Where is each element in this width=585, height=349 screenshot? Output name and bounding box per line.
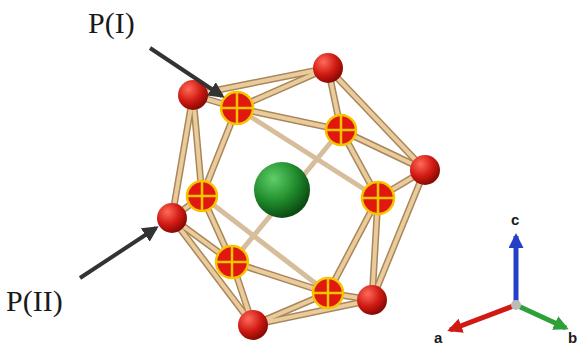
axes	[450, 236, 566, 330]
leader-arrow	[150, 48, 222, 96]
bonds	[172, 68, 425, 325]
axis-label: b	[568, 330, 577, 346]
leader-arrow	[80, 228, 156, 278]
bond-outline	[172, 68, 425, 325]
center-atom	[254, 162, 310, 218]
site-label: P(II)	[6, 284, 63, 318]
axis-label: c	[511, 212, 519, 228]
p2-atoms	[157, 53, 440, 340]
back-bonds	[202, 108, 378, 293]
site-label: P(I)	[88, 6, 135, 40]
p1-atoms	[187, 92, 394, 308]
axis-label: a	[434, 330, 442, 346]
